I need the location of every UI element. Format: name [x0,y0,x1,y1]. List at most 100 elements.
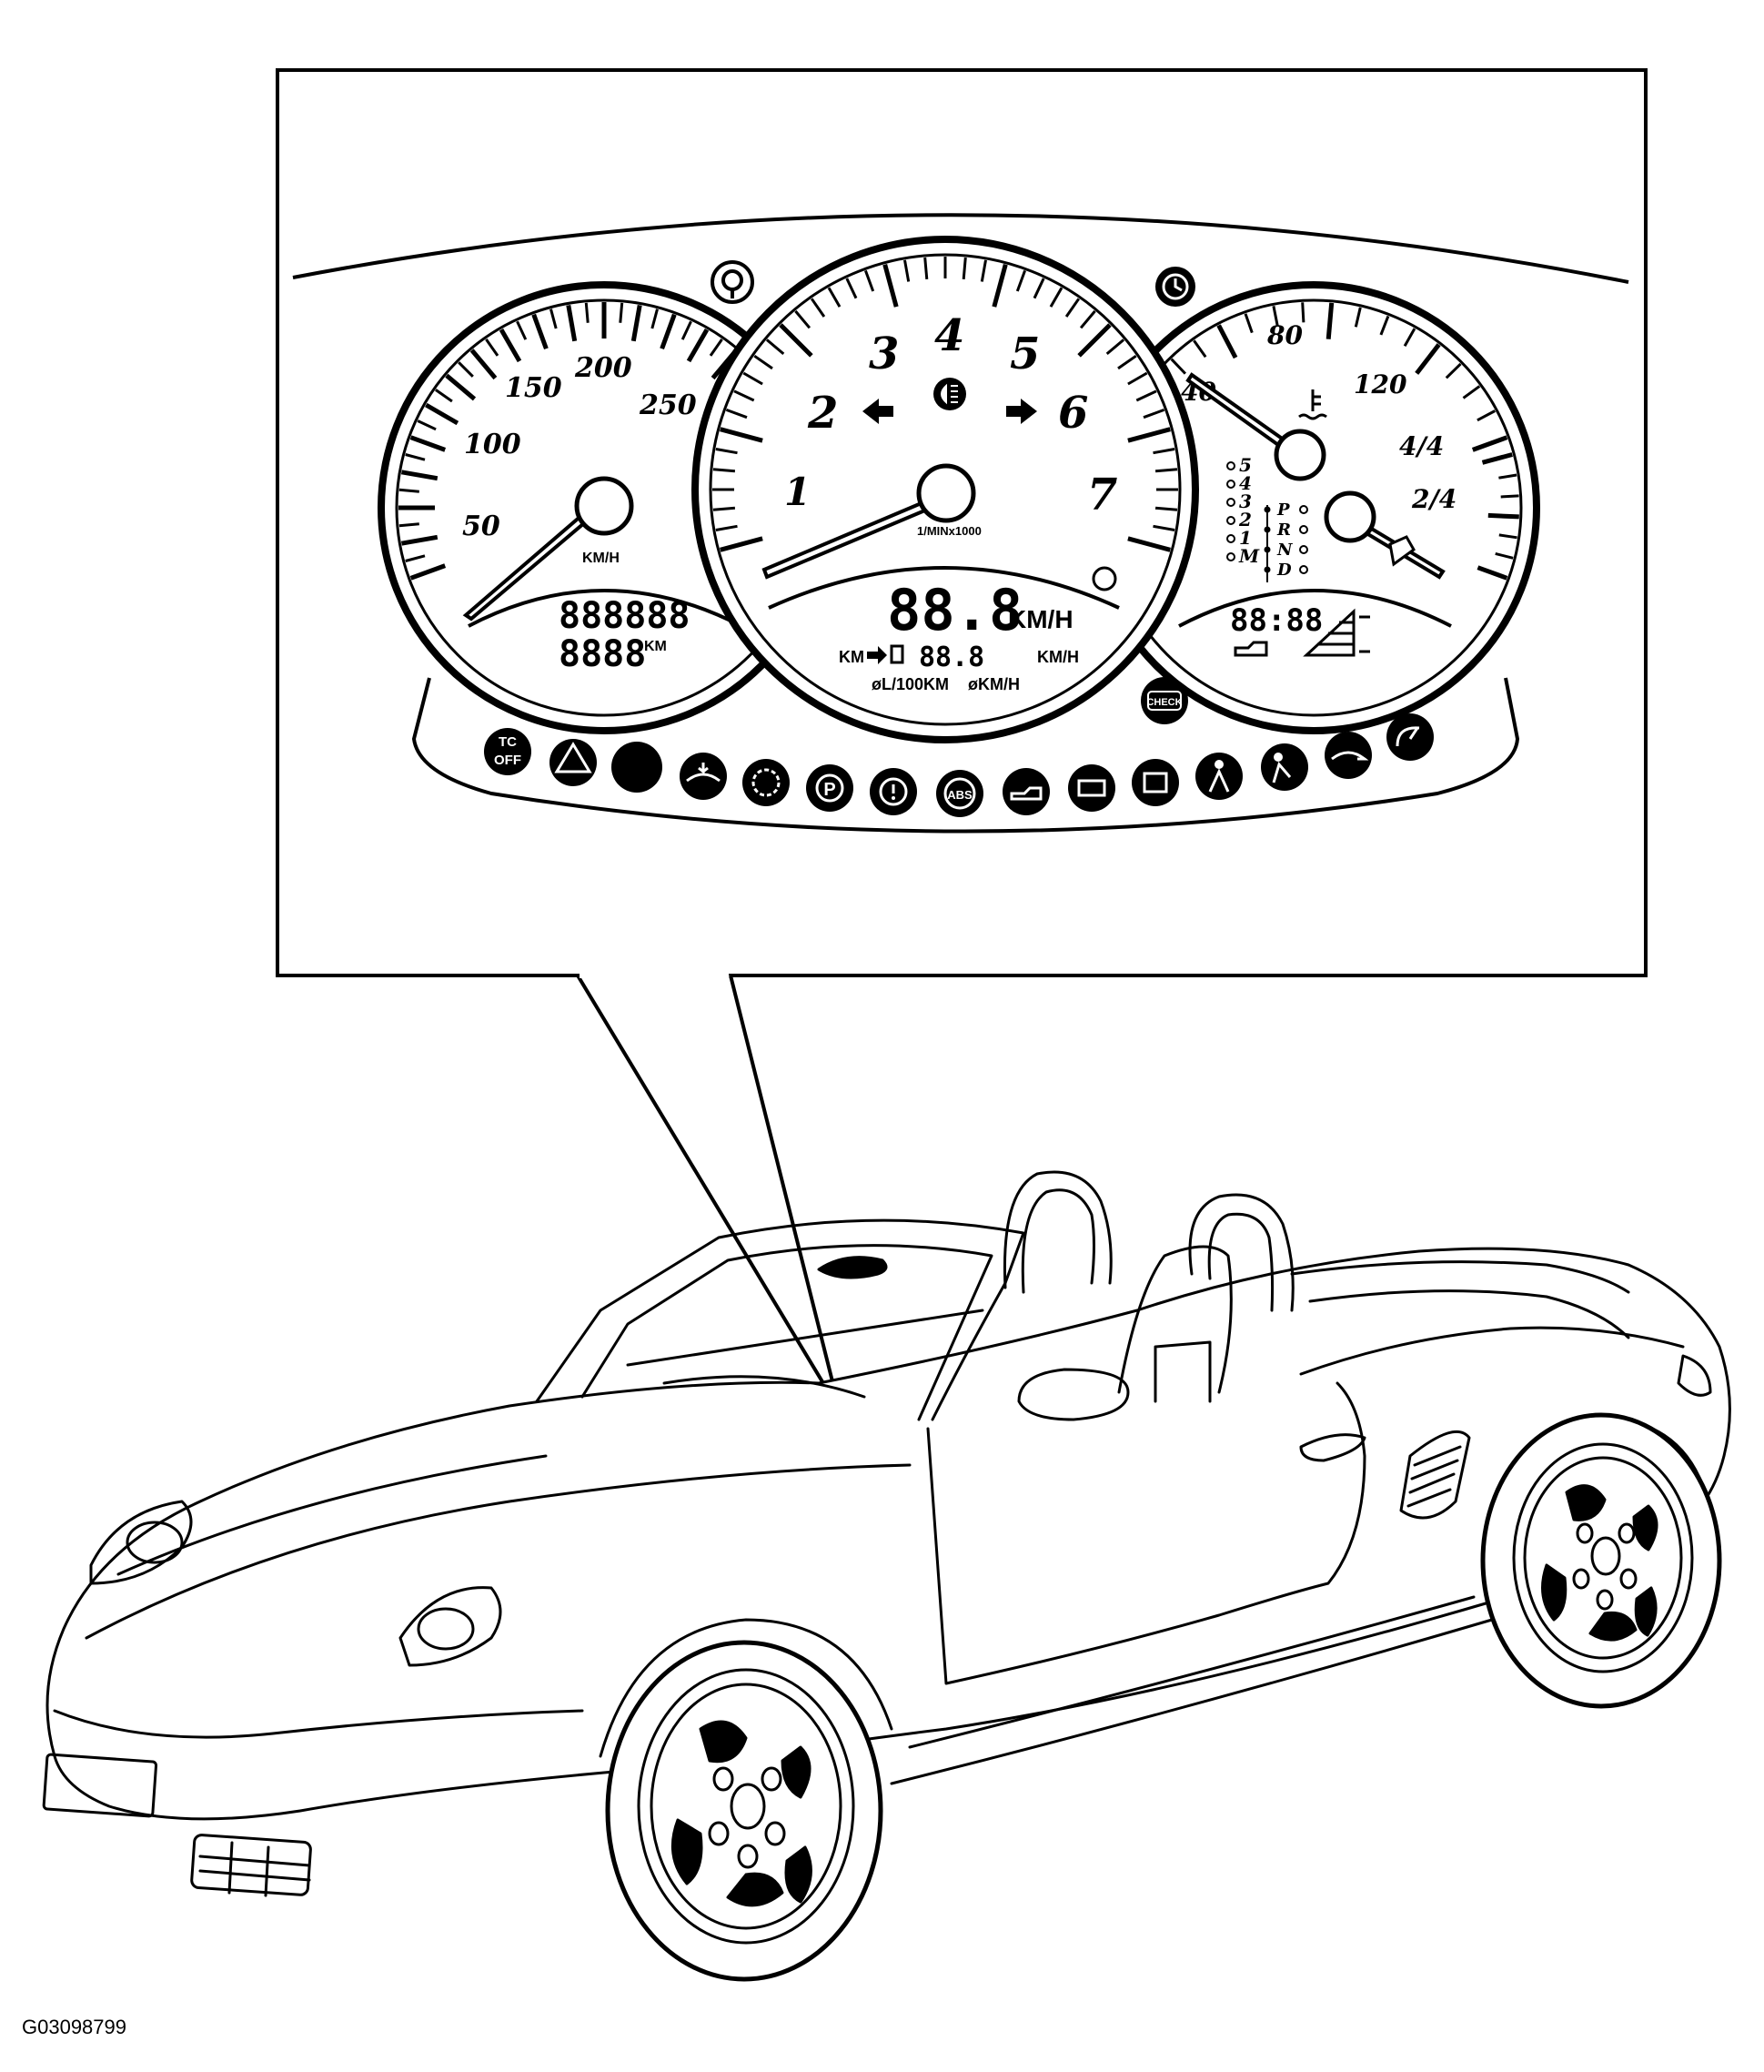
gauge-tick [1105,339,1125,356]
gauge-tick [712,468,736,473]
gauge-tick [686,328,710,363]
gauge-tick [1498,533,1517,540]
cooling-icon [1132,759,1179,806]
speedo-label-50: 50 [462,510,500,542]
oil-level-icon [1234,608,1370,657]
tacho-unit: 1/MINx1000 [917,524,982,538]
gauge-tick [485,339,499,357]
gauge-tick [1064,298,1081,318]
warning-lights-row: TC OFF P ABS [484,677,1434,817]
selector-led-right [1299,565,1308,574]
gauge-tick [409,435,447,452]
gauge-tick [398,522,419,528]
gauge-tick [619,302,624,323]
gear-led [1226,498,1235,507]
gauge-tick [566,304,578,342]
gear-led [1226,534,1235,543]
gauge-tick [680,320,692,340]
windshield-glass [580,1244,993,1421]
gauge-tick [1415,343,1441,375]
turn-right-icon [1006,399,1037,424]
door-handle [1299,1433,1366,1462]
speedo-label-150: 150 [505,372,562,404]
gauge-tick [1015,269,1027,292]
gauge-tick [516,320,528,340]
convertible-top-icon [680,753,727,800]
gauge-tick [810,298,826,318]
fuel-label-half: 2/4 [1411,484,1457,514]
high-beam-icon [933,378,966,410]
selector-led-right [1299,545,1308,554]
gauge-tick [400,470,438,481]
door [926,1381,1366,1685]
check-label: CHECK [1146,697,1182,708]
gauge-tick [1143,408,1165,419]
avg-speed-label: øKM/H [968,675,1020,693]
tire-pressure-icon [711,260,754,304]
gear-label: 4 [1239,472,1252,494]
gauge-tick [980,259,987,282]
car-body [45,1247,1731,1821]
tacho-label-3: 3 [869,328,899,379]
selector-label: R [1276,521,1291,540]
tacho-label-7: 7 [1087,470,1117,521]
brake-pad-icon [742,759,790,806]
roll-bar-rear [1188,1193,1295,1312]
gauge-tick [733,389,755,402]
gauge-tick [405,554,426,562]
gauge-tick [1135,389,1157,402]
temp-label-120: 120 [1354,369,1407,399]
gauge-tick [1244,313,1254,334]
selector-led-right [1299,505,1308,514]
abs-label: ABS [947,788,973,802]
gauge-tick [715,448,738,455]
gauge-tick [417,419,437,431]
gear-led [1226,516,1235,525]
rear-spoiler-icon [1325,732,1372,779]
hazard-icon [549,739,597,786]
gauge-tick [720,427,763,443]
selector-label: P [1276,500,1290,520]
battery-icon [1068,764,1115,812]
gauge-tick [1379,315,1390,336]
gauge-tick [992,264,1008,308]
gauge-tick [458,361,474,378]
gauge-tick [1477,565,1508,581]
seatbelt-icon [1195,753,1243,800]
gauge-tick [1154,506,1178,511]
gauge-tick [1153,524,1175,531]
gauge-tick [742,371,763,386]
front-wheel [599,1618,893,1982]
gauge-tick [765,339,785,356]
svg-text:TC: TC [499,734,517,750]
gauge-tick [1216,324,1238,359]
gauge-tick [863,269,875,292]
gauge-tick [1498,473,1517,480]
speed-display-unit: KM/H [1008,605,1074,633]
gauge-tick [1127,371,1148,386]
gauge-tick [1127,427,1171,443]
callout-pointer [576,974,842,1412]
svg-text:OFF: OFF [494,753,521,768]
gauge-tick [1154,468,1178,473]
gauge-tick [1153,448,1175,455]
gauge-tick [630,304,642,342]
gauge-tick [1033,278,1045,299]
gauge-tick [1445,362,1462,379]
gauge-tick [400,534,438,546]
coolant-temp-icon [1298,389,1327,420]
gauge-tick [445,373,477,401]
left-headlight [89,1500,193,1585]
gauge-tick [1500,494,1519,499]
gauge-tick [1049,287,1063,308]
side-mirror [1017,1368,1130,1421]
gauge-tick [1079,309,1096,329]
gauge-tick [923,257,929,280]
tc-off-light: TC OFF [484,728,531,775]
speedo-label-200: 200 [574,352,632,384]
gauge-tick [753,354,773,370]
range-arrow-icon [867,646,887,664]
turn-left-icon [862,399,893,424]
gauge-tick [1477,409,1497,422]
